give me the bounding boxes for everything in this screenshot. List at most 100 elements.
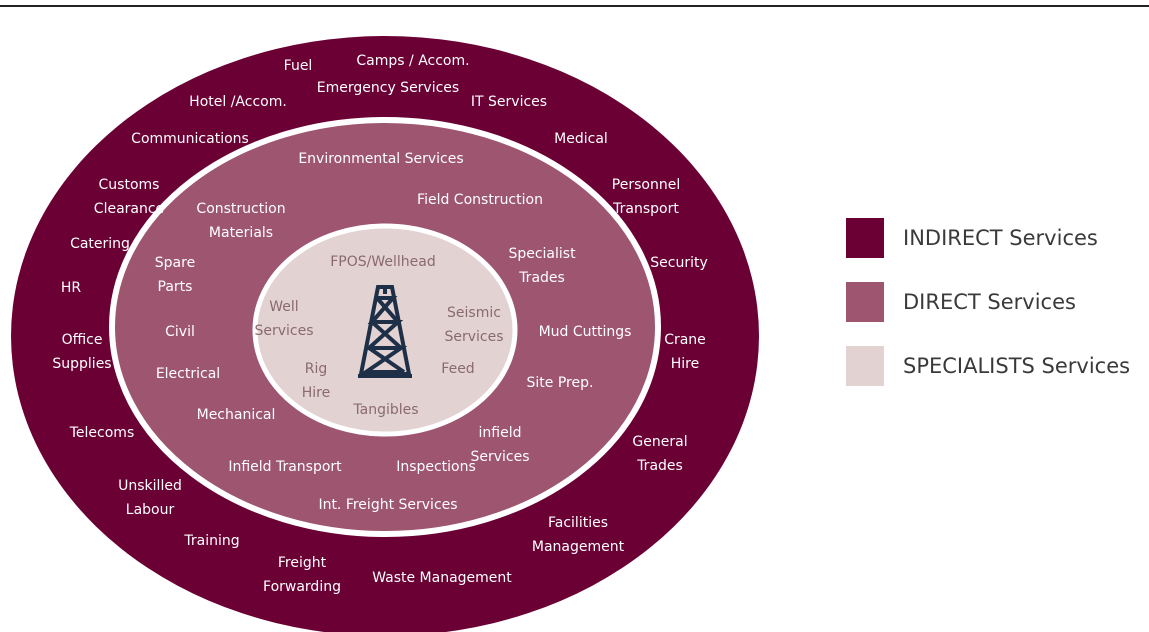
- oil-rig-tower-icon: [358, 285, 412, 378]
- label-line: Catering: [70, 236, 130, 252]
- label-line: Civil: [165, 324, 195, 340]
- legend-swatch-indirect: [846, 218, 884, 258]
- indirect-label-hotel-accom: Hotel /Accom.: [189, 94, 287, 110]
- label-line: Trades: [636, 458, 683, 474]
- specialists-ring: [252, 223, 518, 437]
- label-line: Spare: [155, 255, 195, 271]
- indirect-label-it-services: IT Services: [471, 94, 547, 110]
- label-line: FPOS/Wellhead: [330, 254, 436, 270]
- label-line: General: [632, 434, 687, 450]
- label-line: Supplies: [52, 356, 111, 372]
- label-line: Specialist: [508, 246, 576, 262]
- label-line: Well: [269, 299, 298, 315]
- label-line: Inspections: [396, 459, 476, 475]
- indirect-label-catering: Catering: [70, 236, 130, 252]
- label-line: Hire: [302, 385, 330, 401]
- label-line: Parts: [158, 279, 193, 295]
- label-line: Telecoms: [69, 425, 134, 441]
- label-line: Facilities: [548, 515, 608, 531]
- label-line: Electrical: [156, 366, 220, 382]
- specialists-label-tangibles: Tangibles: [352, 402, 418, 418]
- direct-label-mechanical: Mechanical: [197, 407, 276, 423]
- legend-label-specialists: SPECIALISTS Services: [903, 354, 1131, 378]
- label-line: Clearance: [94, 201, 164, 217]
- direct-label-mud-cuttings: Mud Cuttings: [539, 324, 632, 340]
- direct-label-environmental-services: Environmental Services: [298, 151, 463, 167]
- label-line: Emergency Services: [317, 80, 459, 96]
- label-line: Site Prep.: [527, 375, 594, 391]
- label-line: Infield Transport: [228, 459, 342, 475]
- label-line: Services: [254, 323, 313, 339]
- label-line: Feed: [441, 361, 474, 377]
- label-line: Security: [650, 255, 708, 271]
- label-line: Unskilled: [118, 478, 182, 494]
- indirect-label-camps-accom: Camps / Accom.: [356, 53, 469, 69]
- label-line: Waste Management: [372, 570, 512, 586]
- indirect-label-telecoms: Telecoms: [69, 425, 134, 441]
- label-line: Fuel: [284, 58, 313, 74]
- label-line: Medical: [554, 131, 608, 147]
- label-line: Trades: [518, 270, 565, 286]
- legend-swatch-direct: [846, 282, 884, 322]
- label-line: Field Construction: [417, 192, 543, 208]
- indirect-label-security: Security: [650, 255, 708, 271]
- label-line: Communications: [131, 131, 249, 147]
- indirect-label-emergency-services: Emergency Services: [317, 80, 459, 96]
- label-line: Hire: [671, 356, 699, 372]
- direct-label-civil: Civil: [165, 324, 195, 340]
- legend-label-indirect: INDIRECT Services: [903, 226, 1098, 250]
- indirect-label-communications: Communications: [131, 131, 249, 147]
- label-line: Materials: [209, 225, 273, 241]
- legend-swatch-specialists: [846, 346, 884, 386]
- indirect-label-fuel: Fuel: [284, 58, 313, 74]
- label-line: Mud Cuttings: [539, 324, 632, 340]
- label-line: Construction: [196, 201, 285, 217]
- label-line: Rig: [305, 361, 328, 377]
- indirect-label-training: Training: [183, 533, 239, 549]
- direct-label-inspections: Inspections: [396, 459, 476, 475]
- specialists-label-feed: Feed: [441, 361, 474, 377]
- indirect-label-medical: Medical: [554, 131, 608, 147]
- specialists-label-fpos-wellhead: FPOS/Wellhead: [330, 254, 436, 270]
- indirect-label-waste-management: Waste Management: [372, 570, 512, 586]
- direct-label-electrical: Electrical: [156, 366, 220, 382]
- indirect-labels: Fuel Camps / Accom. Emergency ServicesHote…: [52, 53, 707, 595]
- label-line: Environmental Services: [298, 151, 463, 167]
- label-line: Hotel /Accom.: [189, 94, 287, 110]
- label-line: Int. Freight Services: [318, 497, 457, 513]
- label-line: infield: [479, 425, 522, 441]
- label-line: Management: [532, 539, 625, 555]
- label-line: Training: [183, 533, 239, 549]
- label-line: Services: [470, 449, 529, 465]
- label-line: Office: [62, 332, 103, 348]
- label-line: IT Services: [471, 94, 547, 110]
- label-line: Customs: [99, 177, 160, 193]
- label-line: Transport: [612, 201, 679, 217]
- label-line: Personnel: [612, 177, 680, 193]
- direct-label-site-prep: Site Prep.: [527, 375, 594, 391]
- label-line: HR: [61, 280, 82, 296]
- label-line: Tangibles: [352, 402, 418, 418]
- top-rule: [0, 5, 1149, 7]
- label-line: Labour: [126, 502, 175, 518]
- label-line: Mechanical: [197, 407, 276, 423]
- indirect-label-hr: HR: [61, 280, 82, 296]
- label-line: Seismic: [447, 305, 501, 321]
- legend-label-direct: DIRECT Services: [903, 290, 1076, 314]
